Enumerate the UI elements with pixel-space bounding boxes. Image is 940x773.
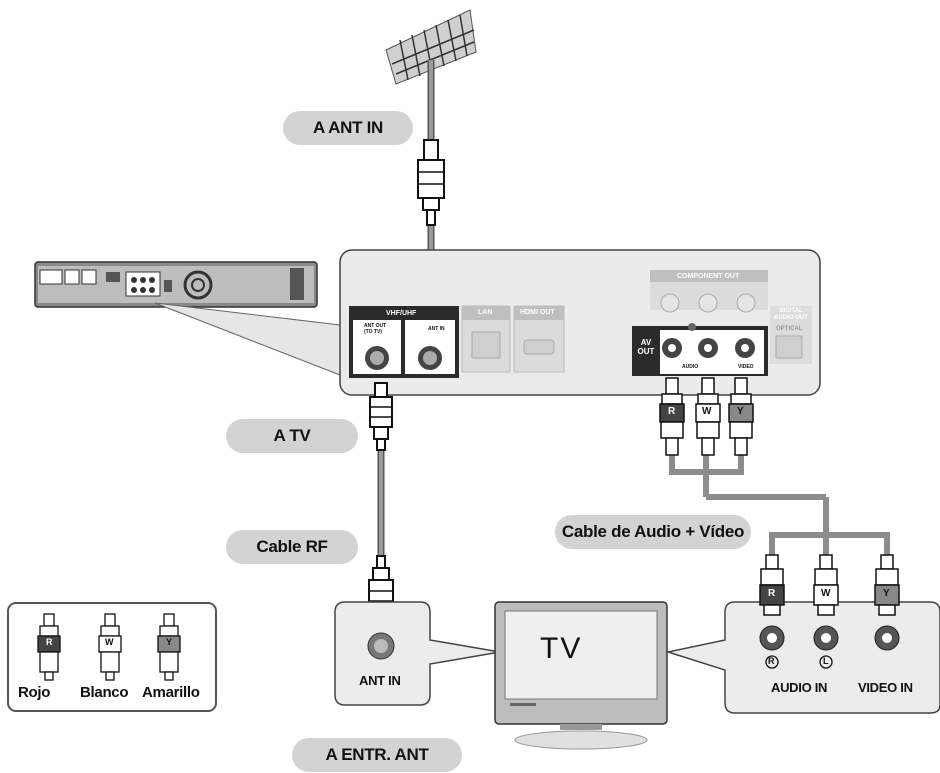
av-plug-y-letter: Y — [737, 406, 744, 417]
ant-in-callout — [334, 601, 501, 706]
video-in-label: VIDEO IN — [858, 680, 913, 695]
back-panel — [339, 249, 821, 396]
legend-plug-red — [37, 613, 61, 681]
panel-av-out: AV OUT — [637, 338, 655, 356]
panel-audio: AUDIO — [682, 364, 699, 370]
panel-ant-in: ANT IN — [428, 326, 445, 332]
av-out-plugs — [659, 377, 754, 456]
panel-lan: LAN — [478, 309, 493, 316]
legend-yellow-label: Amarillo — [142, 684, 200, 701]
legend-plug-yellow — [157, 613, 181, 681]
av-cable-label: Cable de Audio + Vídeo — [555, 515, 751, 549]
panel-optical: OPTICAL — [776, 326, 803, 332]
bluray-player-device — [34, 261, 318, 308]
panel-vhf-uhf: VHF/UHF — [386, 310, 417, 317]
ant-in-label: A ANT IN — [283, 111, 413, 145]
panel-component-out: COMPONENT OUT — [677, 273, 740, 280]
jack-l-mark: L — [823, 656, 829, 666]
av-plug-w-letter: W — [702, 406, 712, 417]
panel-video: VIDEO — [738, 364, 754, 370]
audio-in-label: AUDIO IN — [771, 680, 828, 695]
rf-cable-label: Cable RF — [226, 530, 358, 564]
tv-icon — [494, 601, 668, 750]
ant-in-port-label: ANT IN — [359, 673, 401, 688]
tv-input-callout — [665, 601, 940, 714]
panel-ant-out-sub: (TO TV) — [364, 329, 382, 335]
jack-r-mark: R — [768, 656, 775, 666]
panel-digital-audio-out: DIGITAL AUDIO OUT — [774, 308, 808, 321]
panel-ant-out: ANT OUT — [364, 323, 387, 329]
legend-w-letter: W — [105, 637, 114, 647]
color-legend — [7, 602, 217, 712]
tv-ant-in-label: A ENTR. ANT — [292, 738, 462, 772]
legend-white-label: Blanco — [80, 684, 129, 701]
rf-cable — [368, 382, 394, 625]
panel-hdmi-out: HDMI OUT — [520, 309, 555, 316]
av-plug-r-letter: R — [668, 406, 675, 417]
tv-plug-w-letter: W — [821, 588, 831, 599]
to-tv-label: A TV — [226, 419, 358, 453]
tv-input-plugs — [759, 554, 900, 616]
antenna-icon — [385, 9, 477, 85]
tv-label: TV — [540, 632, 583, 665]
tv-plug-r-letter: R — [768, 588, 775, 599]
legend-plug-white — [98, 613, 122, 681]
legend-r-letter: R — [46, 637, 53, 647]
legend-y-letter: Y — [166, 637, 172, 647]
tv-plug-y-letter: Y — [883, 588, 890, 599]
legend-red-label: Rojo — [18, 684, 51, 701]
av-cable — [669, 455, 890, 555]
